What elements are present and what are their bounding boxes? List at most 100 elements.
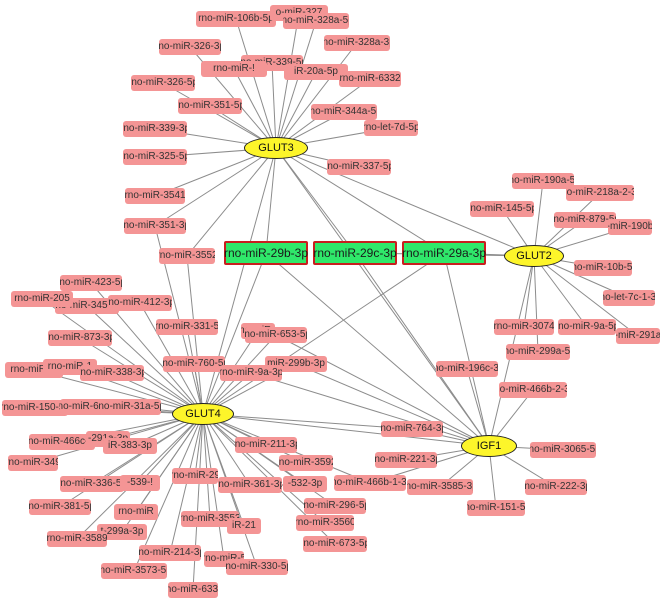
mirna-node-n70[interactable]: rno-miR-151-5p	[467, 500, 525, 516]
mirna-node-n46[interactable]: rno-miR-652	[60, 399, 104, 415]
mirna-node-n27[interactable]: rno-miR-3074	[494, 319, 554, 335]
mirna-node-n77[interactable]: rno-miR-214-3p	[139, 545, 201, 561]
core-mirna-node-mir29b[interactable]: rno-miR-29b-3p	[224, 241, 308, 265]
mirna-node-n1[interactable]: rno-miR-106b-5p	[196, 11, 276, 27]
mirna-node-n26[interactable]: rno-let-7c-1-3p	[603, 290, 655, 306]
mirna-node-n25[interactable]: rno-miR-10b-5p	[574, 260, 632, 276]
mirna-node-n73[interactable]: iR-21	[227, 518, 261, 534]
mirna-node-n23[interactable]: rno-miR-879-5p	[554, 212, 616, 228]
edge-glut4-n72	[202, 413, 211, 520]
mirna-node-n75[interactable]: rno-miR-3589	[47, 531, 107, 547]
mirna-node-n41[interactable]: rno-miR-760-5p	[163, 356, 225, 372]
mirna-node-n49[interactable]: rno-miR-466b-2-3p	[499, 382, 567, 398]
mirna-node-n60[interactable]: rno-miR-336-5p	[60, 476, 124, 492]
mirna-node-n13[interactable]: rno-let-7d-5p	[364, 120, 418, 136]
edge-glut4-n80	[133, 413, 204, 572]
mirna-node-n29[interactable]: rno-miR-291a-5p	[616, 328, 660, 344]
mirna-node-n68[interactable]: rno-miR	[114, 504, 158, 520]
mirna-node-n63[interactable]: -532-3p	[283, 476, 327, 492]
mirna-node-n8[interactable]: iR-20a-5p	[284, 64, 348, 80]
mirna-node-n50[interactable]: rno-miR-466c-3p	[29, 434, 95, 450]
mirna-node-n17[interactable]: rno-miR-3541	[125, 188, 185, 204]
mirna-node-n16[interactable]: rno-miR-337-5p	[327, 159, 391, 175]
mirna-node-n52[interactable]: iR-383-3p	[103, 438, 157, 454]
mirna-node-n67[interactable]: rno-miR-381-5p	[29, 499, 91, 515]
mirna-node-n33[interactable]: rno-miR-412-3p	[108, 295, 172, 311]
mirna-node-n21[interactable]: rno-miR-218a-2-3p	[566, 185, 634, 201]
mirna-node-n65[interactable]: rno-miR-3585-3p	[407, 479, 473, 495]
edge-igf1-n48	[466, 368, 490, 447]
gene-node-igf1[interactable]: IGF1	[461, 435, 517, 457]
mirna-node-n71[interactable]: t-299a-3p	[97, 524, 147, 540]
mirna-node-n34[interactable]: rno-miR-205	[11, 291, 73, 307]
edge-glut4-n39	[33, 369, 204, 415]
mirna-node-n20[interactable]: rno-miR-190a-5p	[512, 173, 574, 189]
mirna-node-n7[interactable]: rno-miR-!	[201, 61, 267, 77]
mirna-node-n61[interactable]: -539-!	[120, 475, 160, 491]
mirna-node-n80[interactable]: rno-miR-3573-5p	[101, 563, 167, 579]
mirna-node-n45[interactable]: rno-miR-150-5p	[2, 400, 68, 416]
edge-glut3-n5	[275, 42, 358, 149]
edge-glut3-n6	[271, 62, 277, 149]
mirna-node-n57[interactable]: rno-miR-3592	[279, 455, 333, 471]
mirna-node-n4[interactable]: rno-miR-326-3p	[159, 39, 221, 55]
mirna-node-n59[interactable]: rno-miR-3065-5p	[530, 442, 596, 458]
gene-node-glut4[interactable]: GLUT4	[172, 403, 234, 425]
edge-glut3-n7	[233, 68, 277, 149]
mirna-node-n19[interactable]: rno-miR-3552	[159, 248, 215, 264]
edge-glut3-glut2	[275, 147, 535, 257]
mirna-node-n14[interactable]: rno-miR-339-3p	[123, 121, 187, 137]
mirna-node-n47[interactable]: rno-miR-31a-5p	[99, 399, 161, 415]
mirna-node-n22[interactable]: rno-miR-145-5p	[470, 201, 534, 217]
mirna-node-n12[interactable]: rno-miR-344a-5p	[311, 104, 377, 120]
edge-glut3-n19	[186, 147, 277, 257]
mirna-node-n62[interactable]: rno-miR-361-3p	[218, 477, 282, 493]
core-mirna-node-mir29c[interactable]: rno-miR-29c-3p	[313, 241, 397, 265]
edge-glut3-mir29b	[265, 147, 277, 254]
mirna-node-n15[interactable]: rno-miR-325-5p	[123, 149, 187, 165]
mirna-node-n44[interactable]: rno-miR-9a-3p	[220, 365, 282, 381]
mirna-node-n31[interactable]: rno-miR-423-5p	[60, 275, 122, 291]
edge-glut4-n19	[186, 255, 204, 415]
edge-igf1-mir29a	[443, 252, 490, 447]
edge-glut3-n8	[275, 71, 317, 149]
mirna-node-n3[interactable]: rno-miR-328a-5p	[283, 13, 349, 29]
mirna-node-n9[interactable]: rno-miR-6332	[339, 71, 401, 87]
mirna-node-n56[interactable]: rno-miR-29	[172, 468, 218, 484]
mirna-node-n5[interactable]: rno-miR-328a-3p	[324, 35, 390, 51]
mirna-node-n53[interactable]: rno-miR-211-3p	[235, 437, 297, 453]
edge-igf1-glut3	[275, 147, 490, 447]
mirna-node-n11[interactable]: rno-miR-351-5p	[178, 98, 242, 114]
mirna-node-n18[interactable]: rno-miR-351-3p	[124, 218, 186, 234]
mirna-node-n10[interactable]: rno-miR-326-5p	[131, 75, 195, 91]
mirna-node-n81[interactable]: rno-miR-6334	[168, 582, 218, 598]
edge-glut4-n62	[202, 413, 251, 486]
edge-glut4-igf1	[202, 413, 490, 447]
mirna-node-n72[interactable]: rno-miR-3553	[181, 511, 239, 527]
mirna-node-n64[interactable]: rno-miR-466b-1-3p	[334, 475, 406, 491]
mirna-node-n74[interactable]: rno-miR-3560	[296, 515, 354, 531]
mirna-node-n48[interactable]: rno-miR-196c-3p	[436, 361, 498, 377]
mirna-node-n30[interactable]: rno-miR-299a-5p	[506, 344, 570, 360]
gene-node-glut2[interactable]: GLUT2	[504, 245, 564, 267]
edge-glut4-n32	[86, 305, 204, 415]
mirna-node-n43[interactable]: rno-miR-338-3p	[80, 365, 144, 381]
mirna-node-n24[interactable]: rno-miR-190b-5p	[608, 219, 652, 235]
mirna-node-n69[interactable]: rno-miR-296-5p	[304, 498, 366, 514]
mirna-node-n79[interactable]: rno-miR-330-5p	[226, 559, 288, 575]
edge-glut4-mir29a	[202, 252, 445, 415]
mirna-node-n76[interactable]: rno-miR-673-5p	[303, 536, 367, 552]
gene-node-glut3[interactable]: GLUT3	[244, 137, 308, 159]
mirna-node-n54[interactable]: rno-miR-764-3p	[381, 421, 443, 437]
mirna-node-n66[interactable]: rno-miR-222-3p	[525, 479, 587, 495]
edge-glut2-n30	[533, 255, 539, 353]
mirna-node-n28[interactable]: rno-miR-9a-5p	[558, 319, 616, 335]
mirna-node-n58[interactable]: rno-miR-221-3p	[375, 452, 437, 468]
mirna-node-n37[interactable]: rno-miR-653-5p	[245, 327, 307, 343]
core-mirna-node-mir29a[interactable]: rno-miR-29a-3p	[402, 241, 486, 265]
edge-glut2-n29	[533, 255, 639, 337]
mirna-node-n55[interactable]: rno-miR-349	[8, 455, 58, 471]
mirna-node-n38[interactable]: rno-miR-873-3p	[48, 330, 112, 346]
mirna-node-n35[interactable]: rno-miR-331-5	[156, 319, 218, 335]
